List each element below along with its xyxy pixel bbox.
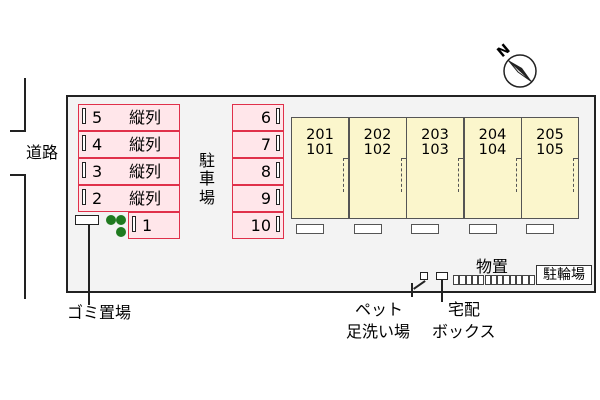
bicycle-parking-label: 駐輪場 xyxy=(536,265,592,285)
entrance-door-icon xyxy=(343,158,349,192)
stall-number: 9 xyxy=(260,189,271,208)
bicycle-slot xyxy=(509,275,516,285)
stall-number: 7 xyxy=(260,135,271,154)
bicycle-slot xyxy=(465,275,472,285)
stall-marker-icon xyxy=(82,108,86,124)
garbage-area-box xyxy=(75,215,99,225)
bicycle-slot xyxy=(522,275,529,285)
tree-icon xyxy=(116,227,126,237)
parking-stall-9: 9 xyxy=(232,185,284,212)
delivery-box-label-line1: 宅配 xyxy=(448,300,481,319)
stall-type: 縦列 xyxy=(129,162,162,181)
parking-stall-3: 3 縦列 xyxy=(78,158,180,185)
parking-stall-5: 5 縦列 xyxy=(78,104,180,131)
parking-stall-1: 1 xyxy=(128,212,180,239)
entrance-step xyxy=(353,224,382,234)
garbage-area-label: ゴミ置場 xyxy=(67,303,132,322)
road-label: 道路 xyxy=(26,143,59,162)
unit-number-lower: 102 xyxy=(363,142,392,158)
stall-number: 1 xyxy=(142,216,153,235)
stall-marker-icon xyxy=(276,135,280,151)
unit-number-upper: 202 xyxy=(363,127,392,143)
stall-type: 縦列 xyxy=(129,189,162,208)
entrance-door-icon xyxy=(400,158,407,192)
stall-number: 2 xyxy=(92,189,103,208)
unit-number-lower: 104 xyxy=(478,142,507,158)
bicycle-slot xyxy=(478,275,485,285)
delivery-box xyxy=(436,272,448,280)
bicycle-slot xyxy=(503,275,510,285)
parking-label: 駐 車 場 xyxy=(197,151,217,207)
parking-label-char-1: 駐 xyxy=(198,151,215,170)
delivery-leader-line xyxy=(441,280,443,302)
road-line-left-lower xyxy=(24,174,26,299)
north-compass-icon: N xyxy=(494,41,542,89)
unit-number-lower: 103 xyxy=(421,142,449,158)
road-line-left xyxy=(24,78,26,130)
bicycle-slot xyxy=(516,275,523,285)
stall-marker-icon xyxy=(82,189,86,205)
parking-stall-4: 4 縦列 xyxy=(78,131,180,158)
stall-marker-icon xyxy=(276,189,280,205)
bicycle-slot xyxy=(471,275,479,285)
stall-marker-icon xyxy=(276,162,280,178)
stall-marker-icon xyxy=(132,216,136,232)
road-line-left-stub xyxy=(10,130,26,132)
stall-marker-icon xyxy=(82,135,86,151)
stall-number: 10 xyxy=(250,216,271,235)
entrance-door-icon xyxy=(573,158,579,192)
parking-stall-8: 8 xyxy=(232,158,284,185)
stall-number: 8 xyxy=(260,162,271,181)
parking-stall-10: 10 xyxy=(232,212,284,239)
entrance-step xyxy=(468,224,497,234)
tree-icon xyxy=(116,215,126,225)
parking-label-char-2: 車 xyxy=(198,169,215,189)
parking-stall-7: 7 xyxy=(232,131,284,158)
stall-marker-icon xyxy=(82,162,86,178)
entrance-step xyxy=(411,224,439,234)
parking-label-char-3: 場 xyxy=(198,187,215,207)
parking-stall-6: 6 xyxy=(232,104,284,131)
parking-stall-2: 2 縦列 xyxy=(78,185,180,212)
bicycle-slot xyxy=(490,275,498,285)
unit-number-lower: 101 xyxy=(306,142,334,158)
bicycle-slot xyxy=(528,275,535,285)
unit-number-upper: 203 xyxy=(421,127,449,143)
stall-number: 3 xyxy=(92,162,103,181)
entrance-door-icon xyxy=(515,158,522,192)
storage-label: 物置 xyxy=(476,257,509,276)
garbage-leader-line xyxy=(88,225,90,305)
entrance-step xyxy=(526,224,554,234)
entrance-step xyxy=(296,224,324,234)
unit-number-upper: 204 xyxy=(478,127,507,143)
tree-icon xyxy=(106,215,116,225)
pet-wash-label-line1: ペット xyxy=(355,300,404,319)
stall-type: 縦列 xyxy=(129,108,162,127)
stall-type: 縦列 xyxy=(129,135,162,154)
pet-wash-leader-line-v xyxy=(411,283,413,297)
bicycle-slot xyxy=(459,275,466,285)
stall-number: 5 xyxy=(92,108,103,127)
stall-marker-icon xyxy=(276,216,280,232)
unit-number-upper: 201 xyxy=(306,127,334,143)
unit-number-upper: 205 xyxy=(536,127,564,143)
delivery-box-label-line2: ボックス xyxy=(432,322,496,341)
stall-marker-icon xyxy=(276,108,280,124)
stall-number: 4 xyxy=(92,135,103,154)
bicycle-slot xyxy=(453,275,460,285)
entrance-door-icon xyxy=(458,158,464,192)
unit-number-lower: 105 xyxy=(536,142,564,158)
road-line-left-lower-stub xyxy=(10,174,26,176)
bicycle-slot xyxy=(484,275,491,285)
stall-number: 6 xyxy=(260,108,271,127)
pet-wash-box xyxy=(420,272,428,280)
bicycle-slot xyxy=(497,275,504,285)
pet-wash-label-line2: 足洗い場 xyxy=(346,322,411,341)
